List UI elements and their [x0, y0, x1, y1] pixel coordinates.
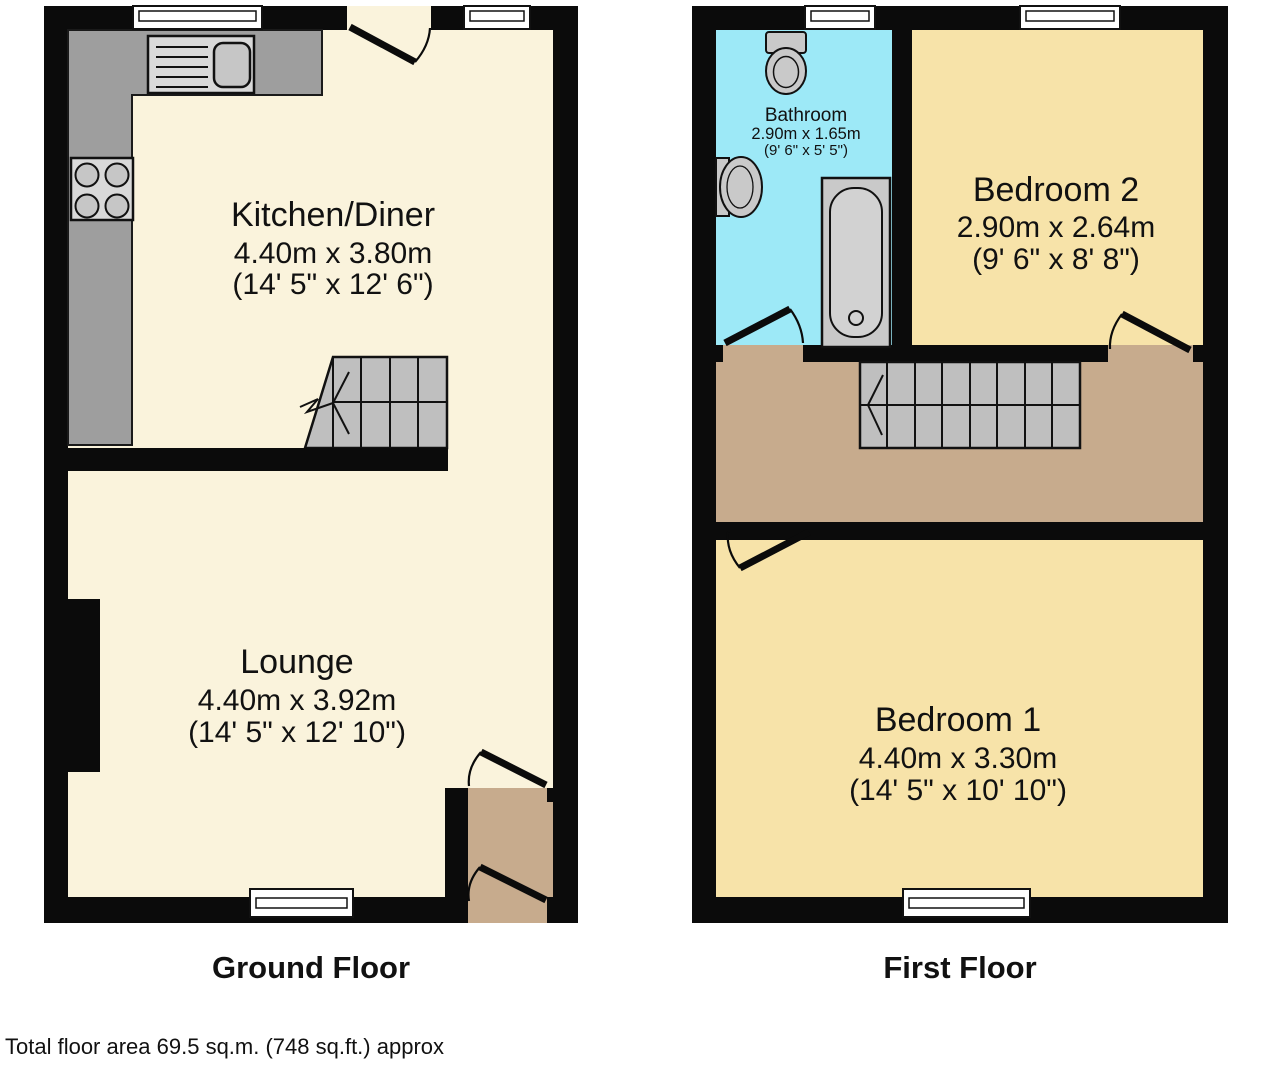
bedroom1-door [726, 528, 811, 572]
bathtub [820, 176, 892, 349]
kitchen-hob [69, 156, 135, 222]
kitchen-window-left [132, 5, 263, 30]
kitchen-diner-dim-imperial: (14' 5" x 12' 6") [232, 268, 433, 301]
kitchen-window-right [463, 5, 531, 30]
bathroom-label: Bathroom [765, 105, 847, 126]
bathroom-sink [715, 156, 763, 218]
bedroom2-dim-metric: 2.90m x 2.64m [957, 211, 1155, 244]
kitchen-diner-dim-metric: 4.40m x 3.80m [234, 237, 432, 270]
kitchen-sink [146, 34, 256, 95]
bathroom-dim-imperial: (9' 6" x 5' 5") [764, 142, 848, 159]
lounge-vestibule-door [467, 748, 548, 789]
ground-stairs [299, 355, 449, 450]
kitchen-lounge-wall [68, 448, 448, 471]
front-door [467, 863, 548, 904]
bedroom2-label: Bedroom 2 [973, 171, 1139, 209]
landing-top-wall [803, 345, 1108, 362]
kitchen-door [347, 6, 432, 66]
bedroom2-wall-stub [1193, 345, 1203, 362]
total-floor-area-note: Total floor area 69.5 sq.m. (748 sq.ft.)… [5, 1034, 444, 1059]
bedroom1-dim-imperial: (14' 5" x 10' 10") [849, 774, 1067, 807]
ground-floor-plan: Kitchen/Diner 4.40m x 3.80m (14' 5" x 12… [44, 5, 578, 923]
landing-bedroom1-wall [812, 522, 1203, 540]
bedroom2-dim-imperial: (9' 6" x 8' 8") [972, 243, 1140, 276]
bedroom1-dim-metric: 4.40m x 3.30m [859, 742, 1057, 775]
bathroom-door [723, 305, 805, 347]
bathroom-window [804, 5, 876, 30]
first-stairs [858, 360, 1082, 450]
bedroom2-window [1019, 5, 1121, 30]
lounge-window [249, 888, 354, 918]
toilet [765, 31, 807, 95]
ground-floor-caption: Ground Floor [212, 950, 410, 985]
first-floor-plan: Bathroom 2.90m x 1.65m (9' 6" x 5' 5") B… [692, 5, 1228, 923]
bedroom2-room [912, 30, 1203, 345]
vestibule [445, 788, 578, 923]
chimney-breast [68, 599, 100, 772]
bathroom-dim-metric: 2.90m x 1.65m [751, 125, 860, 143]
bedroom1-label: Bedroom 1 [875, 701, 1041, 739]
lounge-dim-metric: 4.40m x 3.92m [198, 684, 396, 717]
kitchen-diner-label: Kitchen/Diner [231, 196, 435, 234]
bedroom2-door [1108, 310, 1192, 354]
bedroom1-room [716, 540, 1203, 897]
kitchen-counter [67, 29, 323, 446]
lounge-label: Lounge [240, 643, 353, 681]
bedroom1-wall-stub [716, 522, 723, 540]
first-floor-caption: First Floor [883, 950, 1036, 985]
lounge-dim-imperial: (14' 5" x 12' 10") [188, 716, 406, 749]
bedroom1-window [902, 888, 1031, 918]
bathroom-wall-stub [716, 345, 723, 362]
bathroom-bedroom2-wall [892, 30, 912, 362]
